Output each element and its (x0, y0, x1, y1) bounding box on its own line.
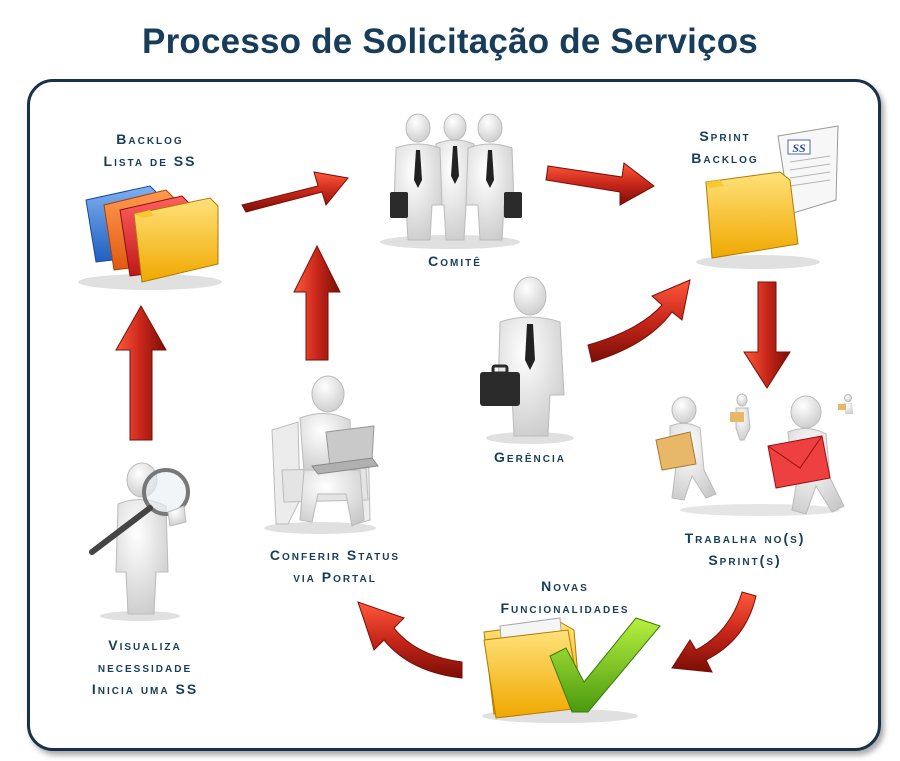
label-trabalha-line1: Trabalha no(s) (684, 530, 806, 546)
label-trabalha-line2: Sprint(s) (708, 552, 782, 568)
arrow-backlog-to-comite (241, 171, 349, 213)
label-backlog-line1: Backlog (116, 131, 184, 147)
arrow-sprint-to-trabalha (743, 281, 791, 389)
label-gerencia: Gerência (455, 446, 605, 468)
page-title: Processo de Solicitação de Serviços (142, 22, 758, 61)
label-novas-line2: Funcionalidades (500, 600, 630, 616)
sprint-backlog-folder-icon (696, 125, 839, 269)
visualiza-magnifier-user-icon (89, 462, 190, 621)
label-trabalha: Trabalha no(s) Sprint(s) (640, 527, 850, 571)
comite-people-icon (380, 113, 522, 249)
backlog-folders-icon (78, 185, 222, 290)
arrow-visualiza-to-backlog (115, 304, 167, 441)
trabalha-workers-icon (655, 393, 853, 516)
arrow-trabalha-to-novas (671, 591, 757, 673)
label-visualiza-line2: necessidade (97, 659, 193, 675)
label-novas-line1: Novas (541, 578, 589, 594)
label-conferir-line1: Conferir Status (269, 547, 401, 563)
novas-folder-check-icon (482, 617, 661, 723)
arrow-comite-to-sprint (545, 162, 655, 206)
arrow-gerencia-to-sprint (587, 279, 691, 363)
label-visualiza-line3: Inicia uma SS (91, 681, 199, 697)
gerencia-manager-icon (480, 276, 574, 444)
label-sprint-backlog-line1: Sprint (699, 128, 751, 144)
label-visualiza: Visualiza necessidade Inicia uma SS (45, 634, 245, 700)
label-gerencia-line1: Gerência (494, 449, 566, 465)
arrow-conferir-to-comite (293, 244, 341, 361)
label-backlog: Backlog Lista de SS (60, 128, 240, 172)
label-comite: Comitê (380, 250, 530, 272)
arrow-novas-to-conferir (357, 601, 463, 679)
label-novas: Novas Funcionalidades (455, 575, 675, 619)
label-sprint-backlog-line2: Backlog (691, 150, 759, 166)
label-conferir: Conferir Status via Portal (225, 544, 445, 588)
label-conferir-line2: via Portal (293, 569, 377, 585)
doc-stamp: SS (792, 141, 806, 155)
label-visualiza-line1: Visualiza (108, 637, 182, 653)
label-sprint-backlog: Sprint Backlog (650, 125, 800, 169)
conferir-laptop-user-icon (264, 375, 379, 534)
label-backlog-line2: Lista de SS (103, 153, 197, 169)
label-comite-line1: Comitê (428, 253, 482, 269)
